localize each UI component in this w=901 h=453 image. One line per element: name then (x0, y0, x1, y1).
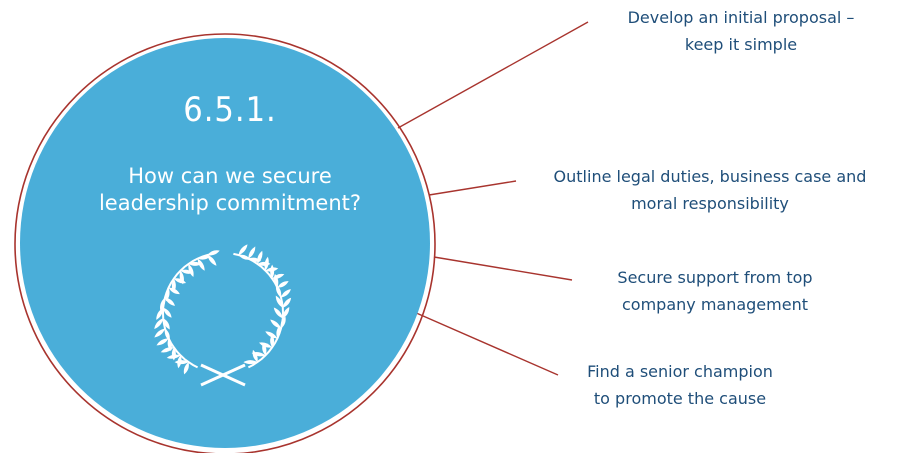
connector-line-2 (428, 180, 517, 196)
wreath-leaf (163, 318, 170, 330)
question-line-2: leadership commitment? (98, 191, 362, 215)
wreath-leaf (188, 263, 194, 278)
question-text: How can we secure leadership commitment? (60, 163, 400, 217)
wreath-leaf (274, 273, 279, 288)
wreath-leaf (280, 316, 286, 329)
wreath-leaf (160, 297, 166, 311)
main-circle (20, 38, 430, 448)
wreath-leaf (243, 360, 258, 365)
wreath-leaf (277, 281, 289, 288)
wreath-leaf (248, 246, 256, 259)
wreath-leaf (156, 338, 169, 346)
wreath-leaf (165, 297, 176, 306)
question-line-1: How can we secure (128, 164, 332, 188)
section-number: 6.5.1. (183, 90, 277, 130)
wreath-leaf (270, 319, 281, 329)
callout-line: Find a senior champion (587, 362, 773, 381)
wreath-leaf (282, 297, 292, 308)
callout-line: Outline legal duties, business case and (553, 167, 867, 186)
wreath-leaf (275, 295, 283, 308)
callout-line: moral responsibility (631, 194, 789, 213)
wreath-leaf (197, 255, 211, 260)
wreath-leaf (258, 342, 273, 348)
wreath-leaf (164, 328, 170, 341)
callout-top-management: Secure support from top company manageme… (560, 264, 870, 318)
wreath-leaf (154, 328, 166, 338)
wreath-leaf (264, 256, 269, 271)
callout-line: Secure support from top (617, 268, 813, 287)
wreath-leaf (238, 244, 248, 256)
callout-line: Develop an initial proposal – (627, 8, 855, 27)
wreath-leaf (265, 331, 278, 339)
connector-line-1 (397, 21, 589, 129)
wreath-leaf (257, 250, 263, 264)
wreath-leaf (183, 362, 189, 375)
wreath-leaf (270, 334, 275, 348)
wreath-leaf (188, 261, 202, 266)
wreath-leaf (180, 269, 194, 274)
callout-line: company management (621, 295, 808, 314)
wreath-leaf (174, 360, 189, 365)
callout-proposal: Develop an initial proposal – keep it si… (586, 4, 896, 58)
wreath-leaf (273, 307, 283, 319)
outer-ring (14, 33, 436, 453)
wreath-leaf (160, 347, 174, 353)
wreath-leaf (280, 289, 291, 298)
connector-line-3 (433, 256, 573, 281)
wreath-leaf (262, 342, 267, 356)
callout-line: to promote the cause (593, 389, 767, 408)
wreath-leaf (173, 278, 187, 284)
wreath-leaf (282, 306, 290, 319)
wreath-leaf (166, 354, 181, 359)
callout-senior-champion: Find a senior champion to promote the ca… (530, 358, 830, 412)
wreath-leaf (163, 307, 172, 318)
connector-line-4 (413, 311, 559, 376)
callout-line: keep it simple (684, 35, 798, 54)
callout-legal-duties: Outline legal duties, business case and … (514, 163, 901, 217)
wreath-leaf (207, 255, 217, 266)
wreath-ribbon (200, 363, 246, 387)
laurel-wreath-icon (154, 244, 292, 387)
wreath-leaf (168, 287, 180, 295)
wreath-leaf (197, 258, 205, 271)
wreath-leaf (238, 254, 251, 260)
wreath-leaf (154, 318, 164, 329)
wreath-leaf (270, 264, 275, 279)
wreath-leaf (207, 250, 220, 256)
wreath-leaf (276, 325, 281, 339)
wreath-leaf (252, 349, 258, 363)
wreath-leaf (156, 307, 164, 320)
wreath-leaf (275, 284, 282, 298)
